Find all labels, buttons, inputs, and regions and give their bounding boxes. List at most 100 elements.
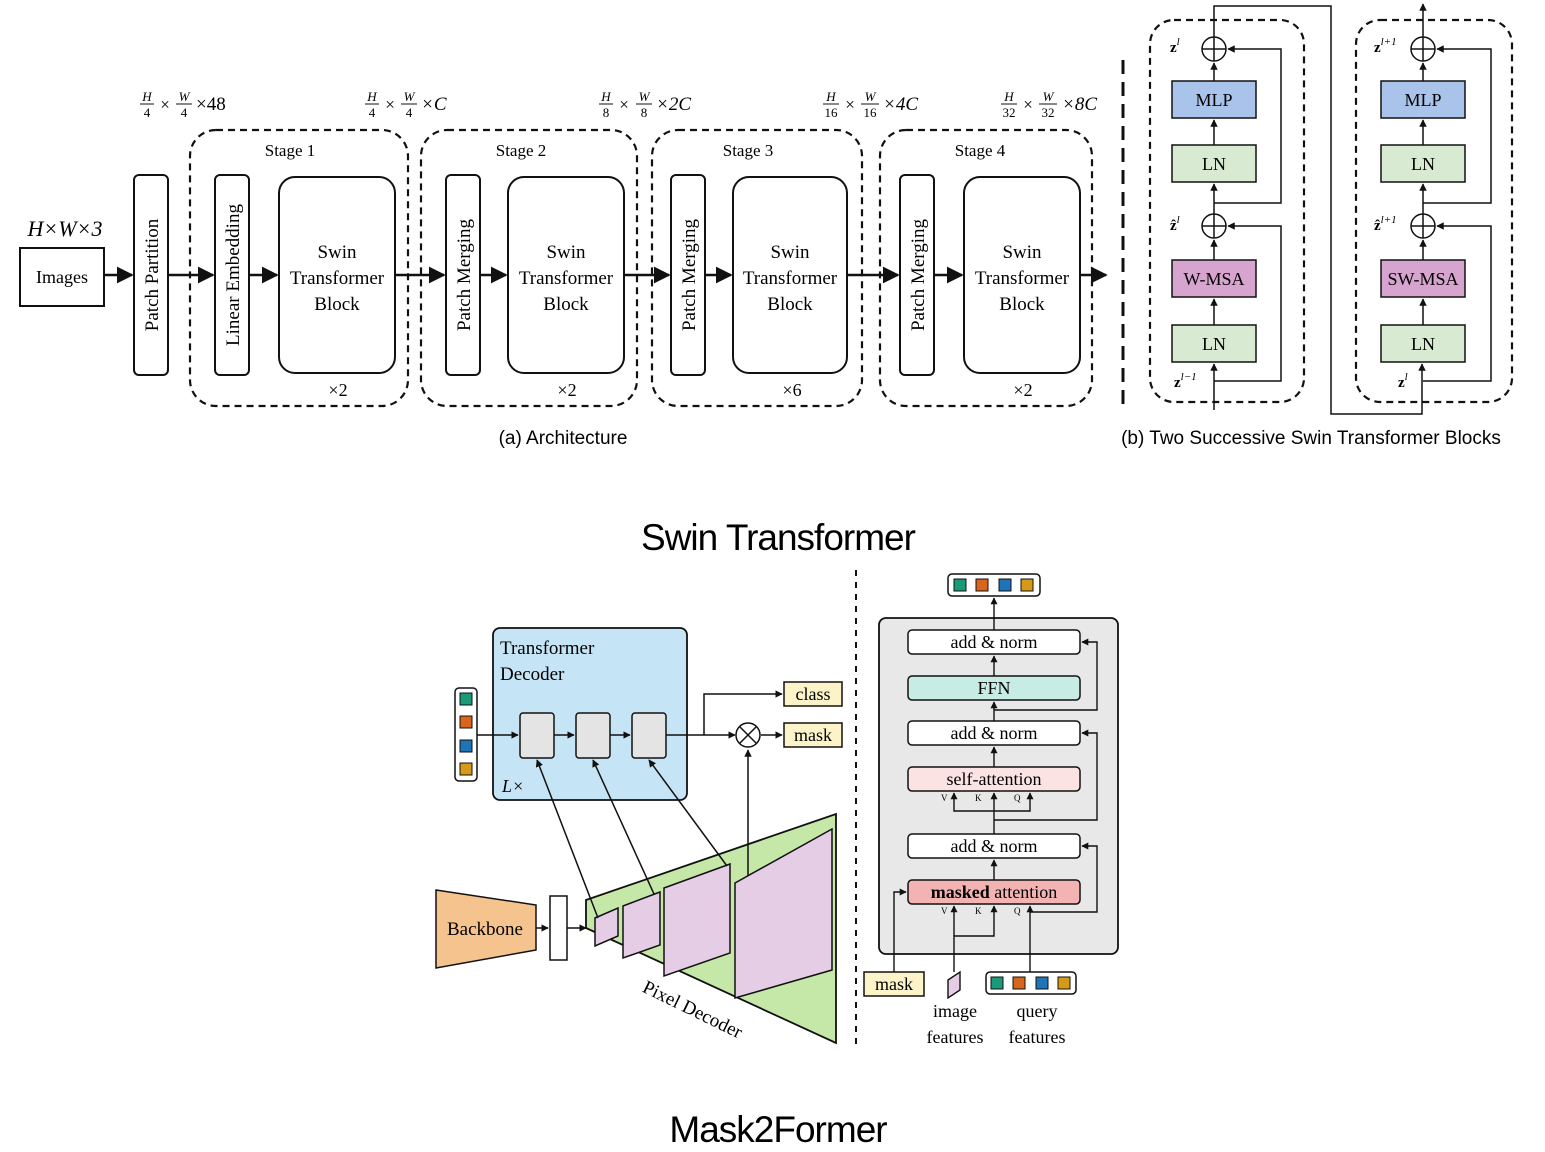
block-1-wmsa	[1171, 259, 1257, 298]
dim-label-5: H 32 × W 32 ×8C	[1001, 89, 1097, 120]
input-dims-label: H×W×3	[27, 216, 103, 241]
block-2-swmsa	[1380, 259, 1466, 298]
decoder-layer-1	[519, 712, 555, 759]
svg-text:4: 4	[406, 105, 413, 120]
query-token-4	[459, 762, 473, 776]
block-1-ln-top	[1171, 144, 1257, 183]
svg-text:H: H	[600, 89, 611, 104]
svg-text:×: ×	[160, 95, 170, 114]
svg-text:LN: LN	[1202, 154, 1226, 174]
svg-text:W: W	[1043, 89, 1055, 104]
svg-text:×: ×	[1023, 95, 1033, 114]
class-output-box	[783, 681, 843, 707]
feature-map-1	[594, 906, 619, 948]
self-attn-v-label: V	[941, 793, 948, 803]
svg-text:MLP: MLP	[1404, 90, 1441, 110]
feature-map-3	[663, 862, 731, 978]
block-2-z-in: zl	[1398, 371, 1408, 391]
svg-text:4: 4	[144, 105, 151, 120]
stage-3-label: Stage 3	[723, 141, 774, 160]
stage-1-label: Stage 1	[265, 141, 316, 160]
add-norm-2-label: add & norm	[951, 723, 1038, 743]
block-2-z-mid: ẑl+1	[1374, 214, 1397, 234]
block-1-z-out: zl	[1170, 36, 1180, 56]
svg-text:32: 32	[1042, 105, 1055, 120]
query-features-stack	[985, 971, 1077, 995]
dim-label-3: H 8 × W 8 ×2C	[599, 89, 691, 120]
mask2former-title: Mask2Former	[669, 1109, 887, 1150]
svg-text:4: 4	[369, 105, 376, 120]
query-feature-1	[990, 976, 1004, 990]
stage-4-block-line-3: Block	[999, 294, 1045, 315]
stage-2-repeat: ×2	[557, 380, 576, 400]
svg-text:W-MSA: W-MSA	[1183, 269, 1244, 289]
mask-input-label: mask	[875, 974, 913, 994]
mask-output-box	[783, 722, 843, 748]
mask-output-label: mask	[794, 725, 832, 745]
query-token-3	[459, 739, 473, 753]
stage-2-block-line-3: Block	[543, 294, 589, 315]
stage-4-block-line-1: Swin	[1002, 242, 1042, 263]
svg-text:×4C: ×4C	[883, 94, 918, 115]
masked-attn-k-label: K	[975, 906, 982, 916]
stage-2-block-line-2: Transformer	[519, 268, 614, 289]
add-norm-1-label: add & norm	[951, 836, 1038, 856]
stage-4-label: Stage 4	[955, 141, 1006, 160]
svg-text:8: 8	[603, 105, 610, 120]
svg-text:×2C: ×2C	[656, 94, 691, 115]
svg-text:LN: LN	[1411, 334, 1435, 354]
svg-text:W: W	[404, 89, 416, 104]
query-feature-3	[1035, 976, 1049, 990]
block-1-z-mid: ẑl	[1170, 214, 1180, 234]
svg-text:×48: ×48	[196, 94, 226, 115]
transformer-decoder-line-2: Decoder	[500, 664, 565, 685]
stage-3-block-line-2: Transformer	[743, 268, 838, 289]
stage-3-patch-merging-label: Patch Merging	[679, 218, 700, 331]
mask-input-box	[863, 971, 925, 997]
block-2-ln-top	[1380, 144, 1466, 183]
backbone-output-box	[549, 895, 568, 961]
patch-partition-label: Patch Partition	[142, 218, 163, 331]
block-1-frame	[1148, 18, 1306, 404]
query-token-1	[459, 692, 473, 706]
block-1: MLP LN W-MSA LN	[1170, 5, 1426, 415]
decoder-layer-3	[631, 712, 667, 759]
swin-title: Swin Transformer	[641, 517, 916, 558]
stage-1-repeat: ×2	[328, 380, 347, 400]
svg-text:H: H	[366, 89, 377, 104]
svg-text:MLP: MLP	[1195, 90, 1232, 110]
query-feature-4	[1057, 976, 1071, 990]
svg-text:SW-MSA: SW-MSA	[1387, 269, 1458, 289]
image-feature-icon	[947, 970, 961, 1000]
stage-3-block-line-1: Swin	[770, 242, 810, 263]
caption-architecture: (a) Architecture	[499, 428, 628, 449]
image-features-line-1: image	[933, 1001, 977, 1021]
stage-2-label: Stage 2	[496, 141, 547, 160]
transformer-decoder-line-1: Transformer	[500, 638, 595, 659]
decoder-repeat-label: L×	[501, 776, 524, 796]
query-features-line-1: query	[1017, 1001, 1058, 1021]
backbone-label: Backbone	[447, 919, 523, 940]
svg-text:W: W	[639, 89, 651, 104]
ffn-label: FFN	[977, 678, 1010, 698]
decoder-layer-2	[575, 712, 611, 759]
dim-label-1: H 4 × W 4 ×48	[140, 89, 226, 120]
stage-2-block-line-1: Swin	[546, 242, 586, 263]
class-output-label: class	[796, 684, 831, 704]
stage-4-repeat: ×2	[1013, 380, 1032, 400]
swin-architecture: H×W×3 Images Patch Partition Stage 1 Lin…	[19, 89, 1108, 449]
stage-2-frame	[419, 128, 639, 408]
output-token-4	[1020, 578, 1034, 592]
images-label: Images	[36, 267, 88, 287]
output-token-2	[975, 578, 989, 592]
block-1-z-in: zl−1	[1174, 371, 1197, 391]
svg-text:×C: ×C	[421, 94, 447, 115]
image-features-line-2: features	[927, 1027, 984, 1047]
feature-map-2	[622, 890, 661, 960]
svg-text:H: H	[141, 89, 152, 104]
svg-text:32: 32	[1003, 105, 1016, 120]
svg-text:W: W	[179, 89, 191, 104]
self-attention-label: self-attention	[947, 769, 1042, 789]
block-1-ln-bottom	[1171, 324, 1257, 363]
